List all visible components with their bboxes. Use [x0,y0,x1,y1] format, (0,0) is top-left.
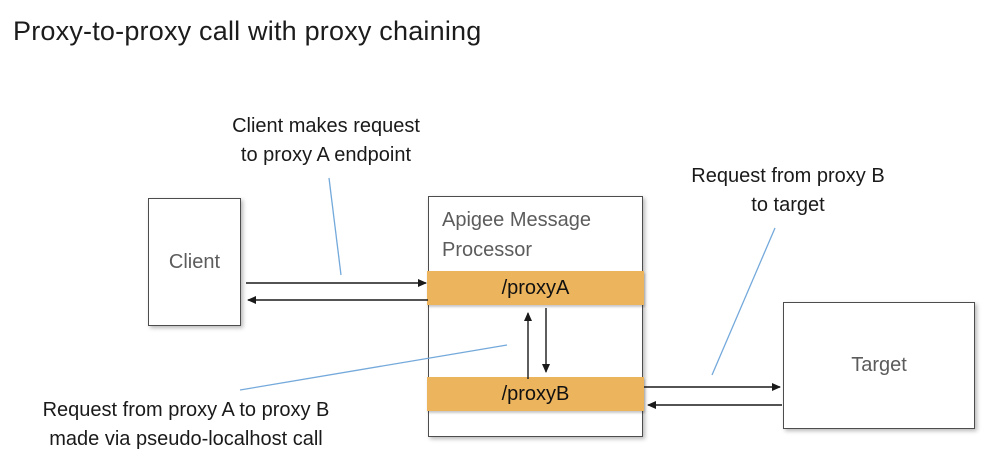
client-label: Client [168,250,221,273]
target-label: Target [851,354,907,376]
annotation-client-request: Client makes request to proxy A endpoint [206,112,446,170]
processor-label: Apigee Message Processor [442,209,591,261]
target-box: Target [783,302,975,429]
annotation-line: Request from proxy A to proxy B [42,399,330,421]
leader-line-target-annotation [711,227,776,376]
annotation-line: Request from proxy B [691,165,885,187]
annotation-line: to proxy A endpoint [240,144,412,166]
annotation-line: Client makes request [232,115,420,137]
annotation-target-request: Request from proxy B to target [668,162,908,220]
proxya-label: /proxyA [501,276,570,299]
proxyb-label: /proxyB [501,382,570,405]
annotation-line: made via pseudo-localhost call [49,428,323,450]
leader-line-client-annotation [328,177,342,276]
annotation-line: to target [751,194,825,216]
annotation-chain-request: Request from proxy A to proxy B made via… [4,396,368,454]
message-processor-box: Apigee Message Processor /proxyA /proxyB [427,196,644,437]
proxyb-endpoint-bar: /proxyB [427,377,644,411]
client-box: Client [148,198,241,326]
proxya-endpoint-bar: /proxyA [427,271,644,305]
diagram-title: Proxy-to-proxy call with proxy chaining [13,16,482,46]
